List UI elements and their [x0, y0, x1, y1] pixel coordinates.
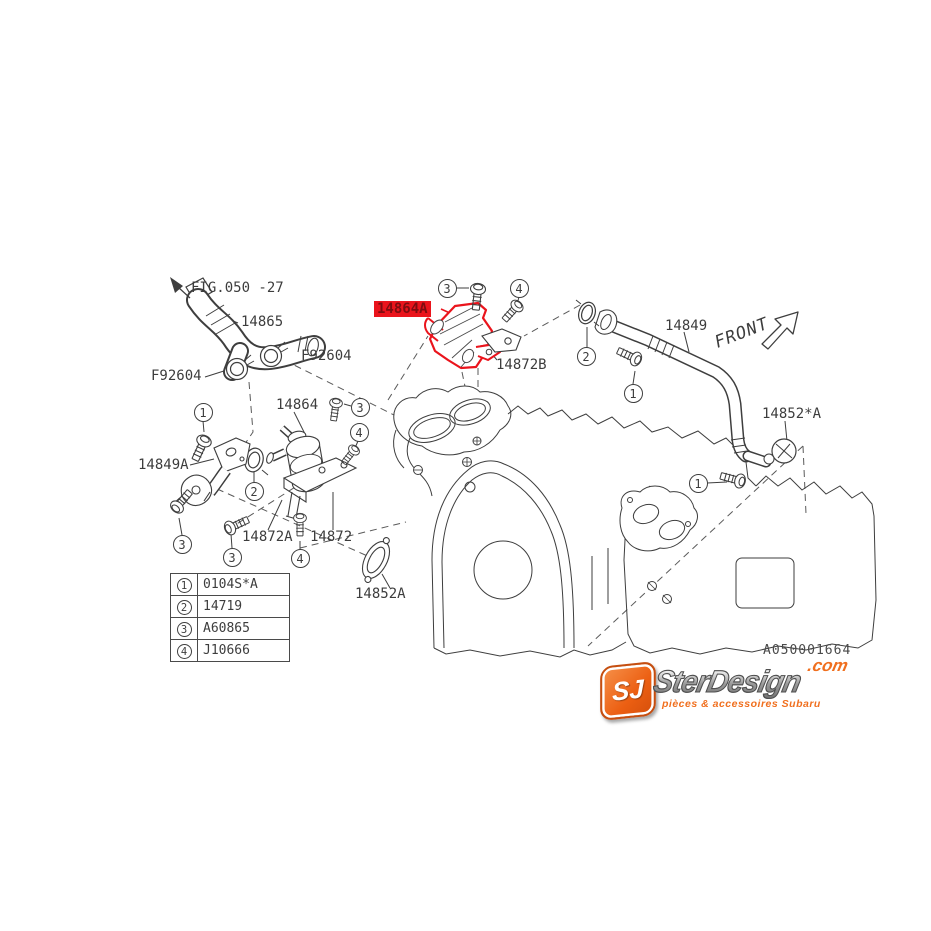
front-arrow-icon	[761, 311, 799, 350]
legend-circled-number: 2	[176, 600, 192, 615]
part-label-f92604-right: F92604	[301, 348, 352, 364]
callout-1: 1	[623, 383, 643, 403]
legend-part-code: 0104S*A	[197, 573, 290, 596]
part-14864a-highlighted	[424, 301, 501, 370]
part-label-14864: 14864	[276, 397, 319, 413]
figure-reference: FIG.050 -27	[191, 280, 284, 296]
bolt-1-lower-right	[718, 468, 748, 490]
part-label-14865: 14865	[241, 314, 284, 330]
drawing-number: A050001664	[763, 643, 852, 658]
callout-1: 1	[193, 402, 213, 422]
bolt-1-left	[187, 432, 214, 464]
clamp-f92604-right	[259, 341, 289, 368]
legend-callout-number: 4	[170, 639, 198, 662]
callout-3: 3	[172, 534, 192, 554]
logo-tagline: pièces & accessoires Subaru	[662, 698, 821, 710]
part-label-14872a: 14872A	[242, 529, 293, 545]
legend-table: 1 0104S*A 2 14719 3 A60865 4 J10666	[170, 573, 290, 662]
bolt-1-right	[614, 343, 645, 369]
callout-1: 1	[688, 473, 708, 493]
callout-4: 4	[509, 278, 529, 298]
legend-callout-number: 2	[170, 595, 198, 618]
logo-monogram: SJ	[612, 673, 644, 707]
bolt-3-mid	[326, 397, 344, 423]
part-label-f92604-left: F92604	[151, 368, 202, 384]
callout-3: 3	[437, 278, 457, 298]
bracket-14872	[282, 457, 358, 521]
legend-row: 1 0104S*A	[170, 573, 290, 596]
part-label-14849: 14849	[665, 318, 708, 334]
callout-3: 3	[350, 397, 370, 417]
legend-row: 4 J10666	[170, 639, 290, 662]
legend-circled-number: 3	[176, 622, 192, 637]
fig-ref-arrow-icon	[170, 277, 191, 299]
callout-2: 2	[244, 481, 264, 501]
legend-row: 3 A60865	[170, 617, 290, 640]
logo-tld-text: .com	[806, 656, 850, 675]
part-label-14872: 14872	[310, 529, 353, 545]
callout-3: 3	[222, 547, 242, 567]
legend-circled-number: 1	[176, 578, 192, 593]
bracket-14849a	[173, 437, 251, 507]
hose-14849	[594, 309, 797, 468]
part-label-14852a: 14852A	[355, 586, 406, 602]
screw-4-bottom	[293, 512, 307, 537]
part-label-14852-star-a: 14852*A	[762, 406, 822, 422]
part-14872b	[481, 328, 522, 353]
hose-14865	[185, 277, 326, 381]
screw-4-top	[498, 297, 526, 326]
clamp-f92604-left	[225, 354, 255, 381]
logo-brand-text: SterDesign	[650, 663, 804, 699]
callout-4: 4	[349, 422, 369, 442]
callout-2: 2	[576, 346, 596, 366]
part-label-14864a: 14864A	[374, 301, 431, 317]
logo-icon: SJ	[600, 660, 656, 722]
legend-circled-number: 4	[176, 644, 192, 659]
part-label-14872b: 14872B	[496, 357, 547, 373]
legend-callout-number: 3	[170, 617, 198, 640]
callout-4: 4	[290, 548, 310, 568]
vendor-logo: SJ SterDesign .com pièces & accessoires …	[596, 656, 876, 728]
part-label-14849a: 14849A	[138, 457, 189, 473]
engine-center-outline	[393, 385, 757, 658]
legend-row: 2 14719	[170, 595, 290, 618]
engine-right-outline	[619, 475, 877, 655]
legend-part-code: J10666	[197, 639, 290, 662]
legend-part-code: A60865	[197, 617, 290, 640]
legend-part-code: 14719	[197, 595, 290, 618]
clamp-2-right	[575, 299, 600, 327]
gasket-14852a	[361, 537, 391, 584]
legend-callout-number: 1	[170, 573, 198, 596]
